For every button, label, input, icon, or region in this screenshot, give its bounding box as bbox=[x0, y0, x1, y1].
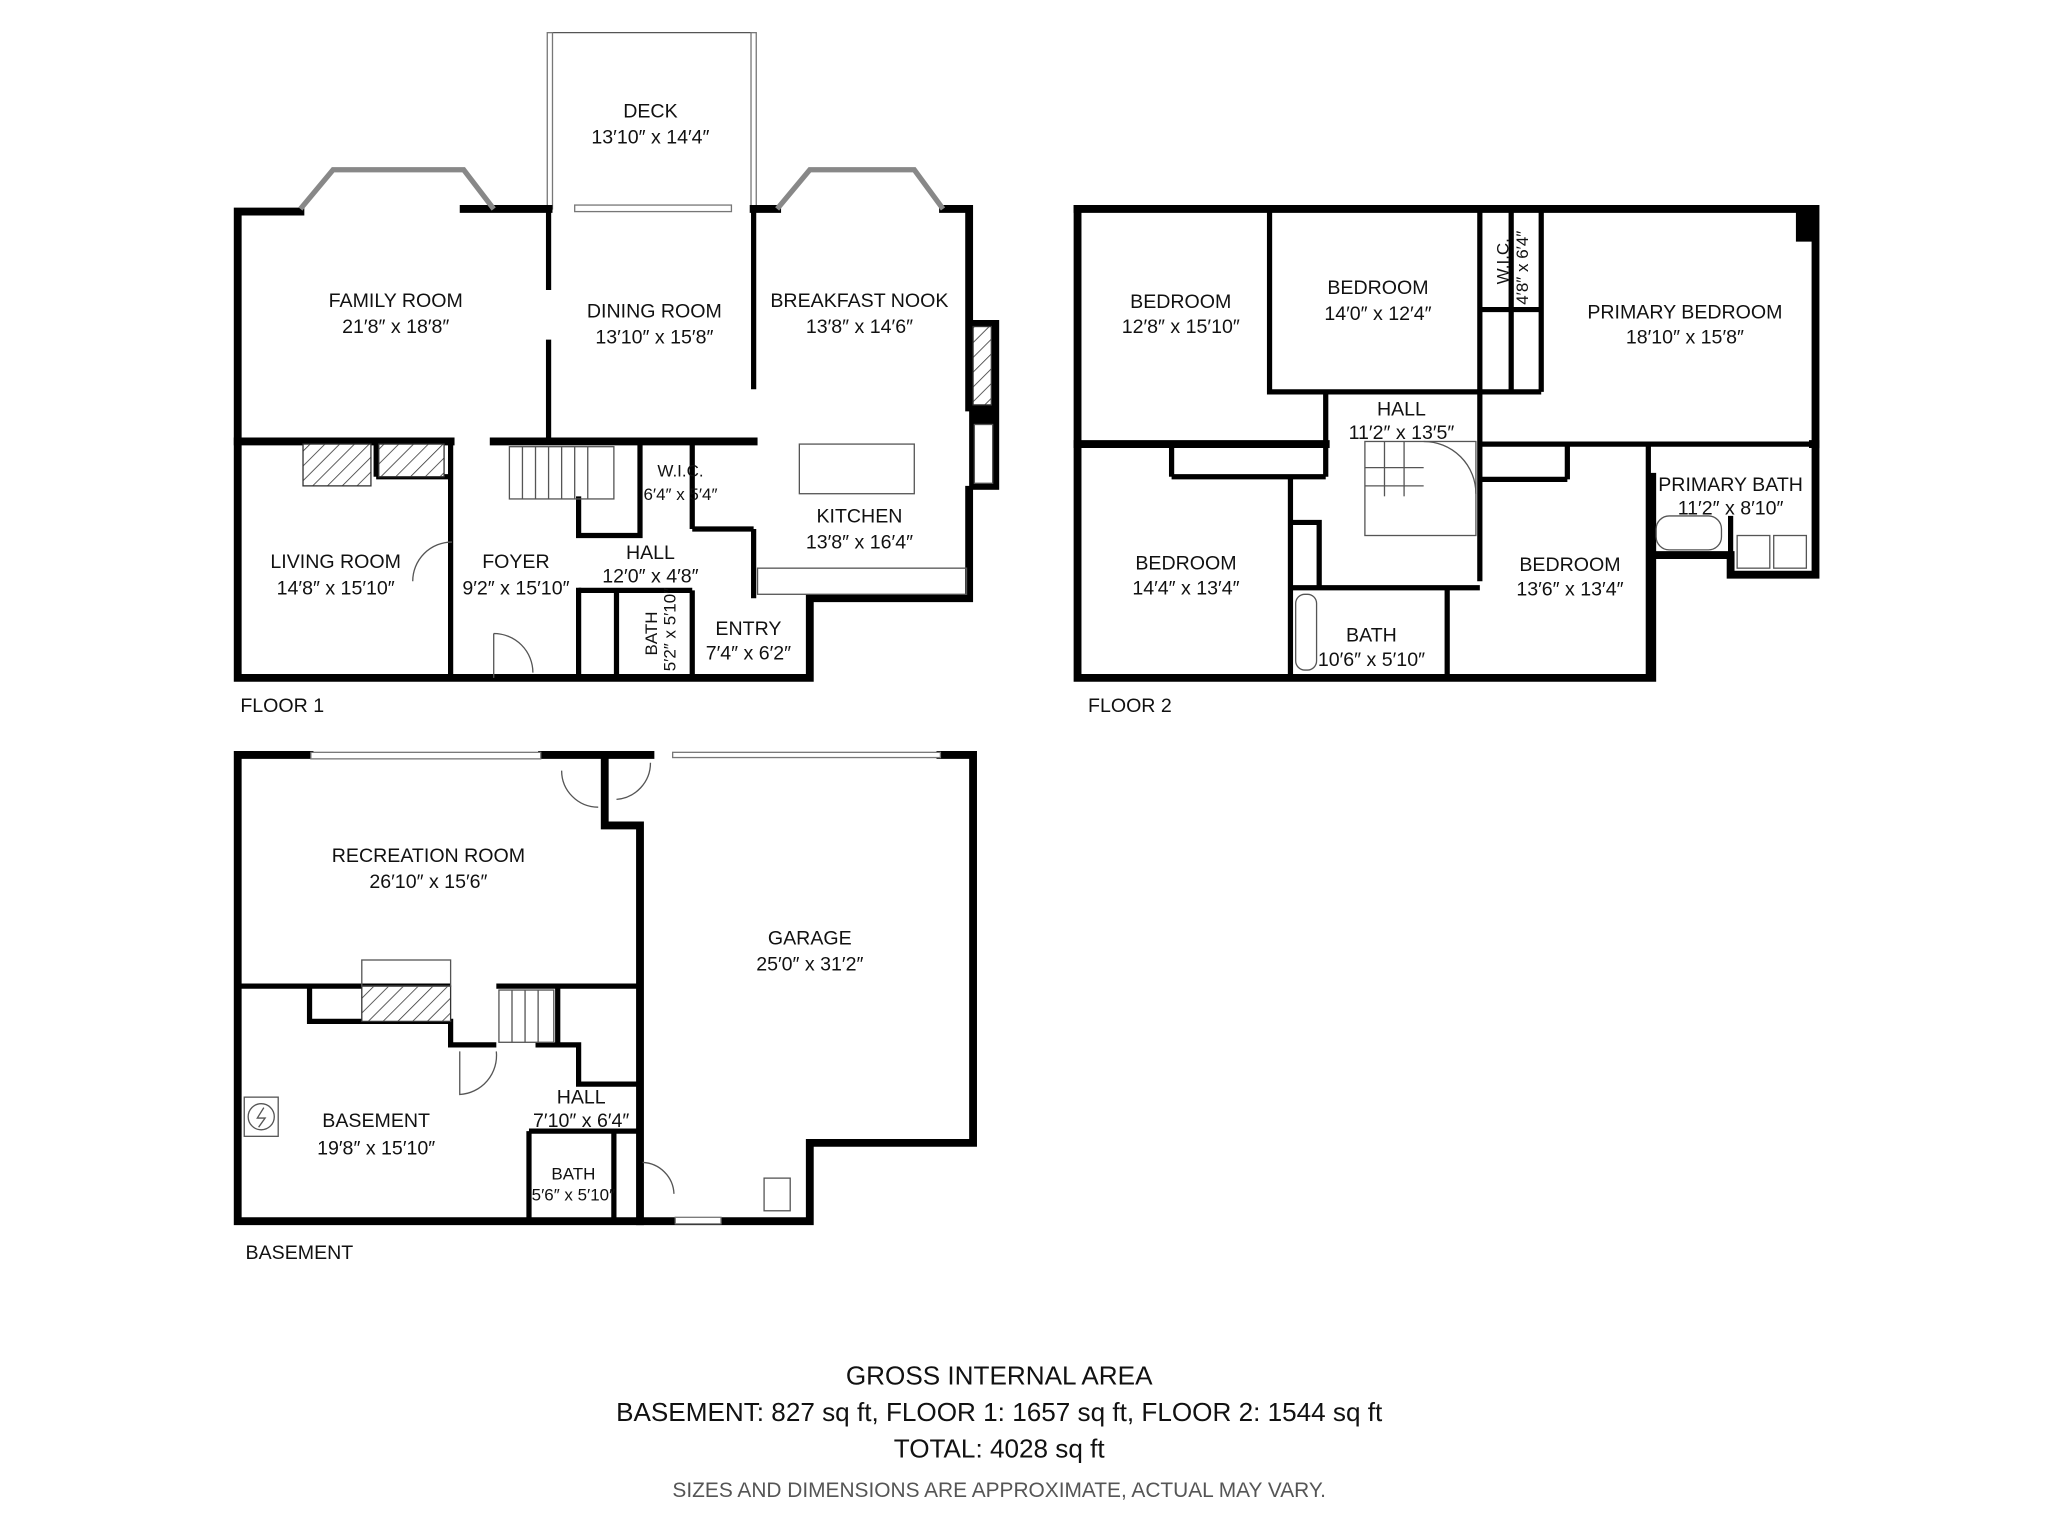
room-name-deck: DECK bbox=[623, 101, 677, 123]
room-name-bath-basement: BATH bbox=[551, 1164, 595, 1183]
floor-1-label: FLOOR 1 bbox=[240, 695, 324, 717]
room-dims-breakfast-nook: 13′8″ x 14′6″ bbox=[806, 316, 913, 338]
electrical-panel-icon bbox=[243, 1096, 279, 1137]
room-name-kitchen: KITCHEN bbox=[816, 505, 902, 527]
room-dims-bedroom-nw: 12′8″ x 15′10″ bbox=[1122, 316, 1240, 338]
staircase-floor-1 bbox=[508, 446, 615, 500]
bathtub-primary bbox=[1655, 515, 1723, 551]
room-dims-bedroom-sw: 14′4″ x 13′4″ bbox=[1132, 577, 1239, 599]
door-swing bbox=[560, 770, 599, 808]
room-dims-basement: 19′8″ x 15′10″ bbox=[317, 1138, 435, 1160]
room-dims-recreation-room: 26′10″ x 15′6″ bbox=[369, 871, 487, 893]
room-name-family-room: FAMILY ROOM bbox=[329, 290, 463, 312]
fireplace-living bbox=[302, 443, 372, 487]
room-dims-bath-floor-1: 5′2″ x 5′10″ bbox=[660, 588, 679, 671]
floor-2-walls bbox=[1073, 205, 1820, 682]
staircase-floor-2 bbox=[1364, 440, 1477, 537]
bathtub-hall-bath bbox=[1295, 593, 1318, 671]
room-name-basement: BASEMENT bbox=[322, 1110, 430, 1132]
room-dims-primary-bedroom: 18′10″ x 15′8″ bbox=[1626, 327, 1744, 349]
basement-label: BASEMENT bbox=[246, 1242, 354, 1264]
room-name-breakfast-nook: BREAKFAST NOOK bbox=[770, 290, 948, 312]
floor-2-label: FLOOR 2 bbox=[1088, 695, 1172, 717]
floor-2-plan bbox=[1073, 205, 1820, 682]
room-dims-bedroom-se: 13′6″ x 13′4″ bbox=[1516, 579, 1623, 601]
room-dims-wic: 6′4″ x 5′4″ bbox=[643, 485, 717, 504]
kitchen-island bbox=[798, 443, 915, 495]
room-name-wic-floor-2: W.I.C. bbox=[1494, 238, 1513, 284]
garage-fixture bbox=[763, 1177, 791, 1212]
room-name-dining-room: DINING ROOM bbox=[587, 300, 722, 322]
room-dims-foyer: 9′2″ x 15′10″ bbox=[462, 577, 569, 599]
fireplace-family bbox=[378, 443, 445, 478]
summary-title: GROSS INTERNAL AREA bbox=[846, 1360, 1153, 1390]
room-name-hall: HALL bbox=[626, 542, 675, 564]
room-name-primary-bedroom: PRIMARY BEDROOM bbox=[1587, 302, 1782, 324]
room-dims-kitchen: 13′8″ x 16′4″ bbox=[806, 532, 913, 554]
room-name-living-room: LIVING ROOM bbox=[270, 551, 401, 573]
room-name-bath-floor-2: BATH bbox=[1346, 624, 1397, 646]
room-name-hall-floor-2: HALL bbox=[1377, 398, 1426, 420]
room-dims-entry: 7′4″ x 6′2″ bbox=[706, 643, 791, 665]
sink-primary-2 bbox=[1773, 534, 1808, 569]
door-swing[interactable] bbox=[642, 1161, 675, 1194]
room-name-hall-basement: HALL bbox=[557, 1087, 606, 1109]
door-swing[interactable] bbox=[459, 1051, 498, 1096]
summary-total: TOTAL: 4028 sq ft bbox=[894, 1434, 1106, 1464]
room-name-bedroom-n: BEDROOM bbox=[1327, 277, 1428, 299]
room-dims-dining-room: 13′10″ x 15′8″ bbox=[595, 327, 713, 349]
room-dims-bath-floor-2: 10′6″ x 5′10″ bbox=[1318, 649, 1425, 671]
front-door[interactable] bbox=[493, 632, 534, 678]
staircase-basement bbox=[498, 989, 555, 1043]
kitchen-counter bbox=[756, 567, 968, 595]
room-name-entry: ENTRY bbox=[715, 618, 781, 640]
room-name-bedroom-se: BEDROOM bbox=[1519, 554, 1620, 576]
room-name-wic: W.I.C. bbox=[657, 462, 703, 481]
basement-plan bbox=[233, 751, 977, 1226]
room-name-bedroom-sw: BEDROOM bbox=[1135, 552, 1236, 574]
room-dims-family-room: 21′8″ x 18′8″ bbox=[342, 316, 449, 338]
door-swing bbox=[412, 541, 452, 582]
room-name-primary-bath: PRIMARY BATH bbox=[1658, 474, 1803, 496]
summary-disclaimer: SIZES AND DIMENSIONS ARE APPROXIMATE, AC… bbox=[672, 1479, 1325, 1502]
room-dims-primary-bath: 11′2″ x 8′10″ bbox=[1678, 498, 1784, 520]
room-dims-bath-basement: 5′6″ x 5′10″ bbox=[532, 1185, 615, 1204]
room-name-garage: GARAGE bbox=[768, 927, 852, 949]
door-swing bbox=[616, 762, 652, 800]
room-dims-garage: 25′0″ x 31′2″ bbox=[756, 953, 863, 975]
summary-areas: BASEMENT: 827 sq ft, FLOOR 1: 1657 sq ft… bbox=[616, 1397, 1383, 1427]
fireplace-basement bbox=[361, 985, 452, 1023]
room-dims-deck: 13′10″ x 14′4″ bbox=[591, 127, 709, 149]
floor-1-plan bbox=[233, 31, 1000, 682]
room-name-bedroom-nw: BEDROOM bbox=[1130, 291, 1231, 313]
room-dims-hall: 12′0″ x 4′8″ bbox=[602, 566, 698, 588]
sink-primary bbox=[1736, 534, 1771, 569]
room-name-foyer: FOYER bbox=[482, 551, 549, 573]
hearth-basement bbox=[361, 959, 452, 987]
room-dims-bedroom-n: 14′0″ x 12′4″ bbox=[1324, 303, 1431, 325]
room-name-recreation-room: RECREATION ROOM bbox=[332, 845, 525, 867]
room-dims-hall-basement: 7′10″ x 6′4″ bbox=[533, 1110, 629, 1132]
room-dims-living-room: 14′8″ x 15′10″ bbox=[277, 577, 395, 599]
room-dims-wic-floor-2: 4′8″ x 6′4″ bbox=[1513, 231, 1532, 305]
room-name-bath-floor-1: BATH bbox=[642, 611, 661, 655]
floor-1-walls bbox=[233, 167, 1000, 682]
room-dims-hall-floor-2: 11′2″ x 13′5″ bbox=[1349, 422, 1455, 444]
